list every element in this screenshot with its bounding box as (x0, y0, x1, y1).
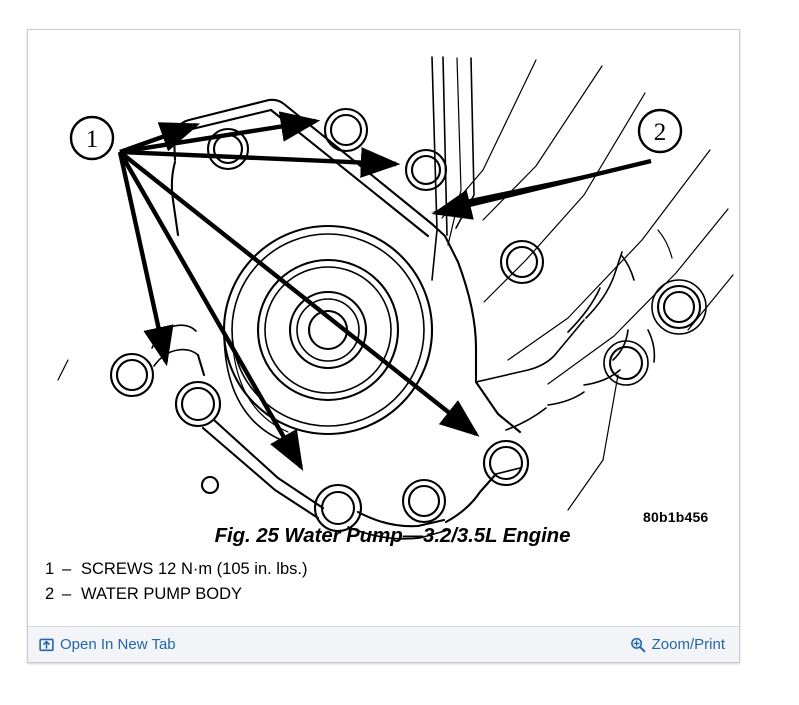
pump-pulley-hub (222, 224, 434, 443)
bolt-hole (651, 279, 707, 335)
legend-dash: – (62, 560, 72, 578)
open-in-new-icon (39, 637, 54, 652)
legend-dash: – (62, 585, 72, 603)
bolt-hole (313, 483, 363, 533)
legend-text: SCREWS 12 N·m (105 in. lbs.) (81, 560, 308, 578)
callout-bubble-1: 1 (69, 115, 115, 161)
figure-caption-block: Fig. 25 Water Pump—3.2/3.5L Engine 1–SCR… (28, 524, 739, 607)
bolt-hole (323, 107, 369, 153)
legend-number: 1 (45, 560, 55, 578)
figure-area: 1 2 80b1b456 Fig. 25 Water Pump—3.2/3.5L… (28, 30, 739, 626)
legend-text: WATER PUMP BODY (81, 585, 243, 603)
viewer-footer-bar: Open In New Tab Zoom/Print (28, 626, 739, 662)
bolt-hole (401, 478, 447, 524)
legend-item: 1–SCREWS 12 N·m (105 in. lbs.) (45, 557, 739, 582)
water-pump-line-drawing: 1 2 (57, 56, 734, 540)
legend-number: 2 (45, 585, 55, 603)
part-number-label: 80b1b456 (643, 509, 709, 525)
callout-2-label: 2 (654, 119, 667, 146)
bolt-hole-boss-group (109, 107, 707, 533)
bolt-hole (499, 239, 545, 285)
bolt-hole (174, 380, 222, 428)
bolt-hole (603, 340, 649, 386)
zoom-print-link[interactable]: Zoom/Print (630, 636, 725, 653)
callout-1-leader-lines (117, 111, 480, 471)
small-locating-hole (200, 475, 220, 495)
figure-legend-list: 1–SCREWS 12 N·m (105 in. lbs.) 2–WATER P… (28, 557, 739, 607)
bolt-hole (109, 352, 155, 398)
callout-2-leader-line (430, 158, 652, 220)
image-viewer-panel: 1 2 80b1b456 Fig. 25 Water Pump—3.2/3.5L… (27, 29, 740, 663)
open-in-new-tab-label: Open In New Tab (60, 636, 176, 653)
callout-bubble-2: 2 (637, 108, 683, 154)
zoom-print-label: Zoom/Print (651, 636, 725, 653)
background-contours (57, 56, 734, 511)
magnifier-plus-icon (630, 637, 646, 653)
legend-item: 2–WATER PUMP BODY (45, 582, 739, 607)
bolt-hole (482, 439, 530, 487)
open-in-new-tab-link[interactable]: Open In New Tab (39, 636, 176, 653)
callout-1-label: 1 (86, 126, 99, 153)
figure-title: Fig. 25 Water Pump—3.2/3.5L Engine (214, 524, 571, 547)
bolt-hole (404, 148, 448, 192)
